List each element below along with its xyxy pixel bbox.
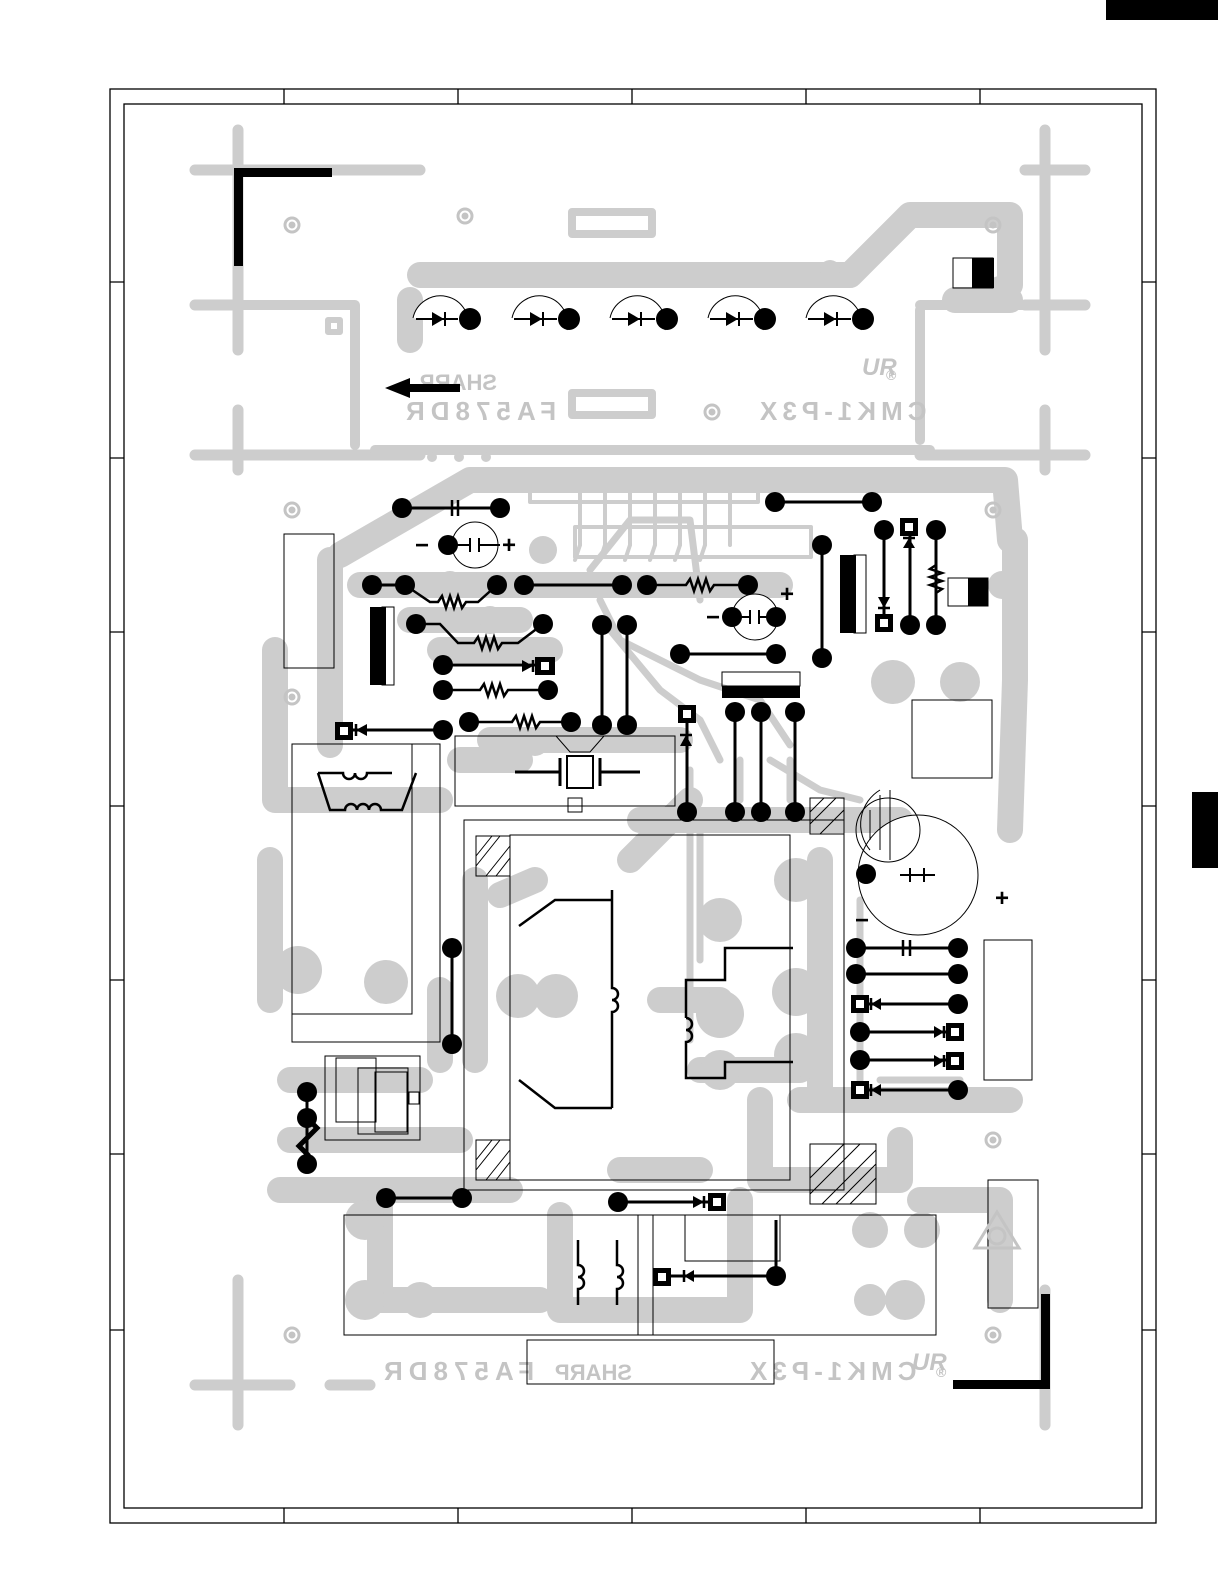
silk-model-bottom: FA578DR [378, 1356, 534, 1386]
silk-board-code-top: CMK1-P3X [755, 396, 926, 426]
led-icon [413, 296, 874, 330]
silk-brand-bottom: SHARP [555, 1360, 632, 1385]
silk-board-code-bottom: CMK1-P3X [745, 1356, 916, 1386]
polarity-minus-c1: − [415, 532, 429, 559]
page-tab-top [1106, 0, 1218, 20]
silk-registered-bottom: ® [936, 1364, 947, 1380]
silk-model-top: FA578DR [400, 396, 556, 426]
polarity-minus-c3: − [855, 907, 869, 934]
silkscreen-bottom: FA578DR SHARP CMK1-P3X UR ® [378, 1349, 947, 1386]
polarity-plus-c3: + [995, 885, 1009, 912]
polarity-minus-c2: − [706, 604, 720, 631]
silk-registered-top: ® [886, 367, 897, 383]
polarity-plus-c1: + [502, 532, 516, 559]
polarity-plus-c2: + [780, 581, 794, 608]
page-tab-side [1192, 792, 1218, 868]
